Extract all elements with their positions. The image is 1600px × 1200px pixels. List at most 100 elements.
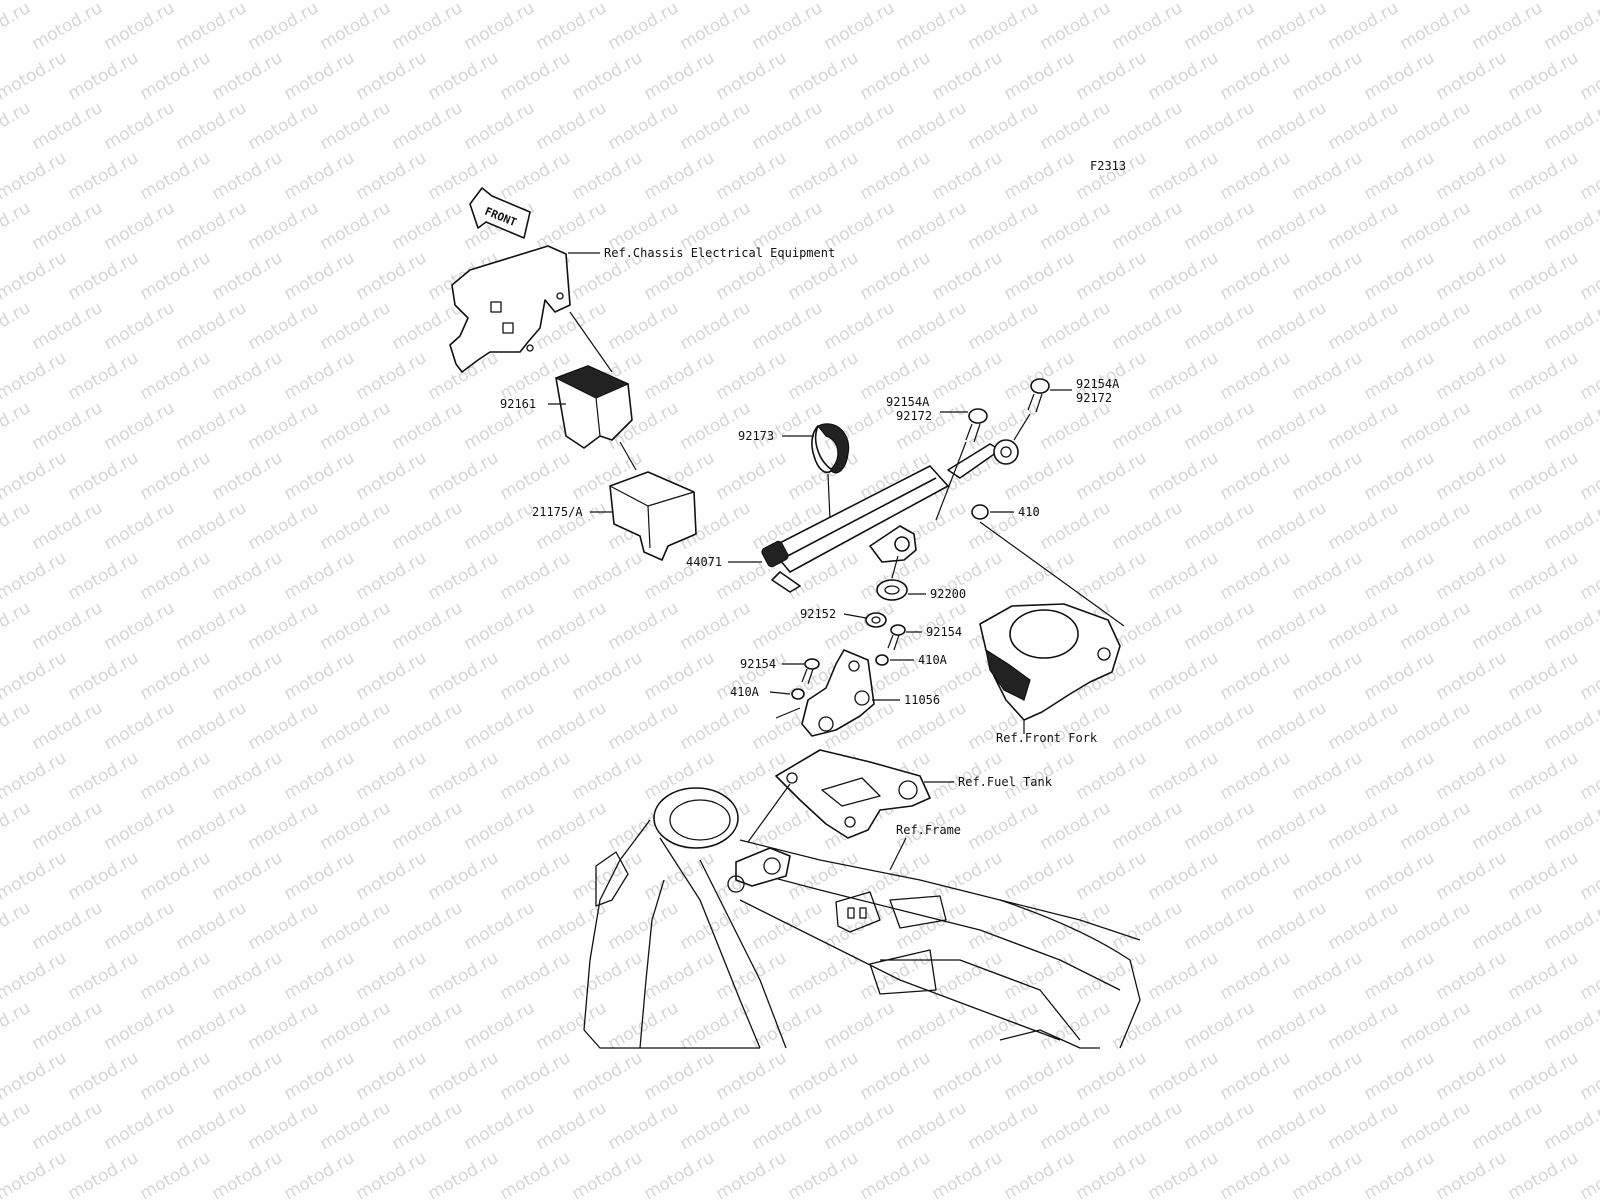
watermark-text: motod.ru	[749, 1098, 827, 1154]
watermark-text: motod.ru	[821, 298, 899, 354]
watermark-text: motod.ru	[0, 598, 34, 654]
watermark-text: motod.ru	[101, 798, 179, 854]
watermark-text: motod.ru	[137, 748, 215, 804]
watermark-text: motod.ru	[1109, 1098, 1187, 1154]
watermark-text: motod.ru	[1145, 548, 1223, 604]
watermark-text: motod.ru	[929, 48, 1007, 104]
watermark-text: motod.ru	[281, 1148, 359, 1200]
watermark-text: motod.ru	[101, 598, 179, 654]
watermark-text: motod.ru	[353, 1048, 431, 1104]
watermark-text: motod.ru	[209, 1048, 287, 1104]
watermark-text: motod.ru	[101, 898, 179, 954]
watermark-text: motod.ru	[137, 248, 215, 304]
watermark-text: motod.ru	[137, 848, 215, 904]
watermark-text: motod.ru	[1181, 498, 1259, 554]
watermark-text: motod.ru	[749, 0, 827, 54]
watermark-text: motod.ru	[1577, 948, 1600, 1004]
watermark-text: motod.ru	[1145, 448, 1223, 504]
watermark-text: motod.ru	[173, 398, 251, 454]
watermark-text: motod.ru	[1145, 848, 1223, 904]
watermark-text: motod.ru	[893, 898, 971, 954]
watermark-text: motod.ru	[245, 498, 323, 554]
watermark-text: motod.ru	[65, 1148, 143, 1200]
watermark-text: motod.ru	[1505, 1048, 1583, 1104]
watermark-text: motod.ru	[389, 898, 467, 954]
watermark-text: motod.ru	[281, 748, 359, 804]
washer-410a-left-part	[791, 688, 805, 700]
watermark-text: motod.ru	[1397, 198, 1475, 254]
watermark-text: motod.ru	[533, 598, 611, 654]
watermark-text: motod.ru	[1217, 48, 1295, 104]
watermark-text: motod.ru	[1325, 598, 1403, 654]
watermark-text: motod.ru	[1145, 48, 1223, 104]
watermark-text: motod.ru	[1253, 398, 1331, 454]
watermark-text: motod.ru	[1397, 1098, 1475, 1154]
watermark-text: motod.ru	[1037, 198, 1115, 254]
watermark-text: motod.ru	[1217, 948, 1295, 1004]
watermark-text: motod.ru	[0, 748, 70, 804]
watermark-text: motod.ru	[1577, 548, 1600, 604]
watermark-text: motod.ru	[209, 248, 287, 304]
watermark-text: motod.ru	[713, 148, 791, 204]
watermark-text: motod.ru	[1253, 998, 1331, 1054]
watermark-text: motod.ru	[0, 48, 70, 104]
watermark-text: motod.ru	[1181, 1098, 1259, 1154]
watermark-text: motod.ru	[0, 148, 70, 204]
watermark-text: motod.ru	[1541, 98, 1600, 154]
watermark-text: motod.ru	[1469, 898, 1547, 954]
watermark-text: motod.ru	[425, 1148, 503, 1200]
watermark-text: motod.ru	[461, 698, 539, 754]
watermark-text: motod.ru	[821, 1098, 899, 1154]
watermark-text: motod.ru	[1433, 0, 1511, 4]
collar-92152-part	[865, 612, 887, 628]
watermark-text: motod.ru	[785, 448, 863, 504]
watermark-text: motod.ru	[533, 98, 611, 154]
bolt-92154a-left-part	[965, 408, 988, 443]
watermark-text: motod.ru	[1433, 248, 1511, 304]
watermark-text: motod.ru	[245, 798, 323, 854]
watermark-text: motod.ru	[1001, 0, 1079, 4]
watermark-text: motod.ru	[425, 948, 503, 1004]
watermark-text: motod.ru	[0, 998, 34, 1054]
watermark-text: motod.ru	[461, 898, 539, 954]
watermark-text: motod.ru	[965, 998, 1043, 1054]
watermark-text: motod.ru	[317, 798, 395, 854]
watermark-text: motod.ru	[857, 1048, 935, 1104]
watermark-text: motod.ru	[713, 448, 791, 504]
watermark-text: motod.ru	[1577, 848, 1600, 904]
watermark-text: motod.ru	[209, 148, 287, 204]
watermark-text: motod.ru	[1289, 648, 1367, 704]
watermark-text: motod.ru	[1253, 98, 1331, 154]
watermark-text: motod.ru	[1073, 1048, 1151, 1104]
watermark-text: motod.ru	[137, 348, 215, 404]
watermark-text: motod.ru	[1217, 248, 1295, 304]
watermark-text: motod.ru	[281, 648, 359, 704]
watermark-text: motod.ru	[389, 1098, 467, 1154]
watermark-text: motod.ru	[1541, 698, 1600, 754]
watermark-text: motod.ru	[65, 648, 143, 704]
watermark-text: motod.ru	[497, 648, 575, 704]
watermark-text: motod.ru	[1217, 748, 1295, 804]
watermark-text: motod.ru	[209, 848, 287, 904]
watermark-text: motod.ru	[209, 748, 287, 804]
watermark-text: motod.ru	[353, 848, 431, 904]
watermark-text: motod.ru	[0, 698, 34, 754]
watermark-text: motod.ru	[353, 148, 431, 204]
watermark-text: motod.ru	[1361, 148, 1439, 204]
label-92200: 92200	[930, 587, 966, 601]
watermark-text: motod.ru	[1253, 598, 1331, 654]
watermark-text: motod.ru	[497, 848, 575, 904]
watermark-text: motod.ru	[317, 398, 395, 454]
watermark-text: motod.ru	[1217, 0, 1295, 4]
watermark-text: motod.ru	[1001, 848, 1079, 904]
watermark-text: motod.ru	[65, 848, 143, 904]
watermark-text: motod.ru	[1361, 548, 1439, 604]
watermark-text: motod.ru	[1001, 248, 1079, 304]
watermark-text: motod.ru	[1109, 898, 1187, 954]
watermark-text: motod.ru	[1361, 848, 1439, 904]
watermark-text: motod.ru	[1181, 198, 1259, 254]
watermark-text: motod.ru	[1433, 648, 1511, 704]
chassis-bracket-part	[449, 245, 571, 373]
watermark-text: motod.ru	[497, 0, 575, 4]
watermark-text: motod.ru	[1217, 348, 1295, 404]
